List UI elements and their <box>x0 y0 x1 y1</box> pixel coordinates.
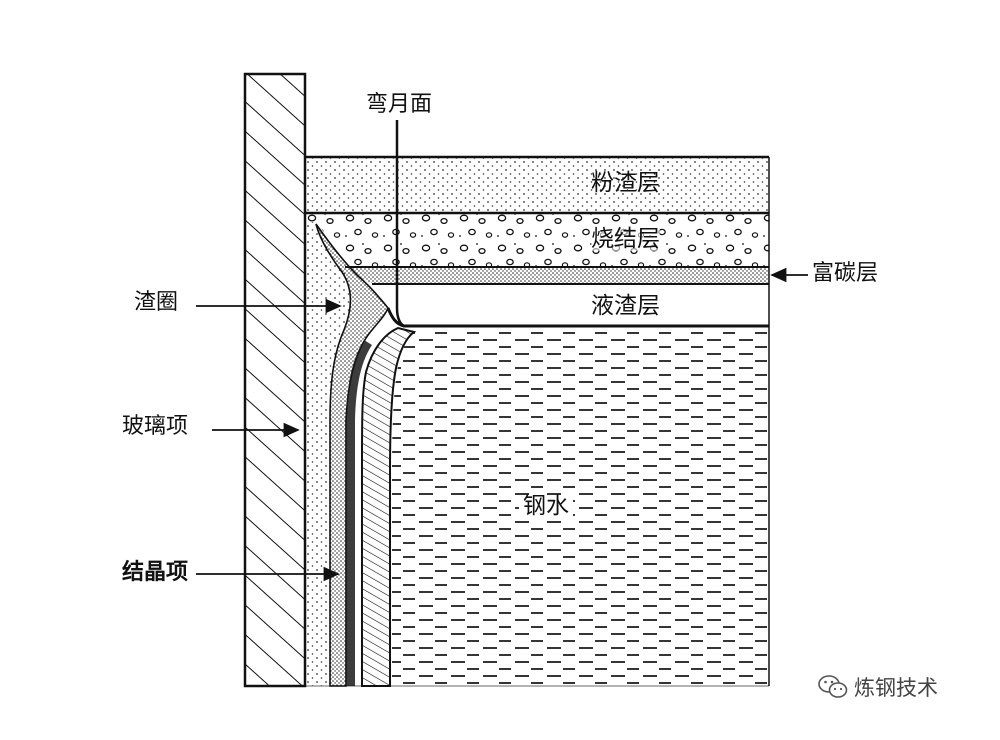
wechat-icon <box>818 675 848 698</box>
powder-slag-label: 粉渣层 <box>591 170 660 196</box>
liquid-slag-boundary <box>386 307 769 328</box>
liquid-slag-label: 液渣层 <box>591 293 660 319</box>
crystal-layer-label: 结晶项 <box>122 559 189 585</box>
watermark: 炼钢技术 <box>818 672 938 702</box>
steel-shell <box>361 326 417 687</box>
sintered-layer-label: 烧结层 <box>591 226 660 252</box>
mold-wall <box>243 72 307 688</box>
watermark-text: 炼钢技术 <box>854 676 938 700</box>
crystal-film <box>346 340 372 686</box>
molten-steel-label: 钢水 <box>519 495 573 518</box>
molten-steel <box>392 332 769 686</box>
slag-rim-label: 渣圈 <box>134 290 179 315</box>
glass-layer-label: 玻璃项 <box>122 414 189 439</box>
powder-slag-layer <box>305 157 769 213</box>
meniscus-pointer <box>395 120 405 328</box>
meniscus-label: 弯月面 <box>366 92 433 117</box>
sintered-layer <box>305 213 769 267</box>
carbon-rich-layer <box>348 267 769 283</box>
glass-film <box>305 222 352 686</box>
carbon-rich-label: 富碳层 <box>812 261 879 286</box>
